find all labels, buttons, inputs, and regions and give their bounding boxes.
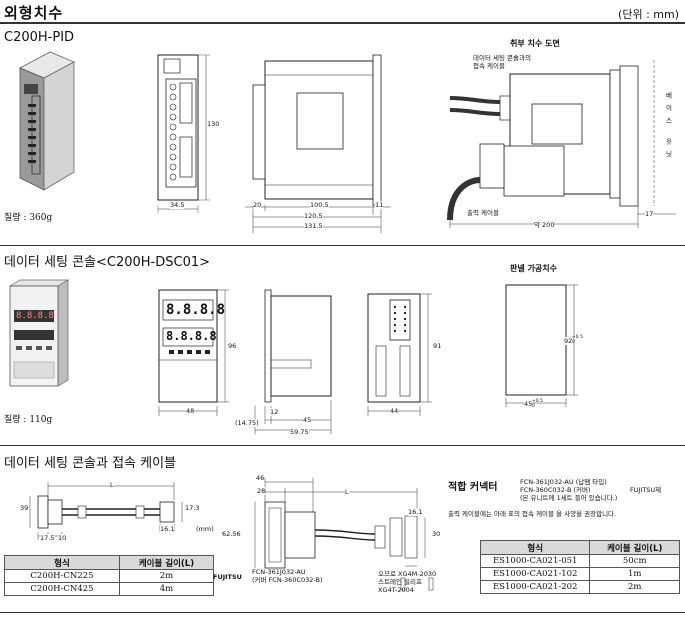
dim-92: 92 [564,337,573,345]
dim-100-5: 100.5 [310,201,329,209]
panel-cutout-view [505,284,578,407]
connector-model-label: FCN-361J032-AU [252,568,306,576]
dim-131-5: 131.5 [304,222,323,230]
recommend-note: 출력 케이블에는 아래 표의 접속 케이블 을 사양을 권장합니다. [448,510,617,518]
col-header-model: 형식 [4,555,120,570]
console-display-top: 8.8.8.8 [166,302,226,318]
pid-front-view [157,54,210,213]
dim-approx-200: 약 200 [534,221,555,229]
dim-12: 12 [270,408,279,416]
dim-92-tol: +0.5 0 [572,335,583,345]
cable-dim-L-mid: L [345,488,349,496]
cell-model: ES1000-CA021-202 [479,580,591,594]
applicable-line-2: FCN-360C032-B (커버) [520,486,591,494]
table-row: ES1000-CA021-202 2m [479,580,680,594]
pid-unit-photo [19,51,75,191]
pid-mass: 질량 : 360g [4,213,53,223]
col-header-length: 케이블 길이(L) [589,540,680,555]
dim-45-cut: 45 [524,400,533,408]
cable-dim-46: 46 [256,474,265,482]
cell-length: 2m [589,580,680,594]
mount-view-title: 취부 치수 도면 [510,39,560,48]
cable-dim-16-1b: 16.1 [408,508,423,516]
dim-48: 48 [186,407,195,415]
console-mass: 질량 : 110g [4,415,53,425]
cable-dim-28: 28 [257,487,266,495]
cell-model: ES1000-CA021-102 [479,567,591,581]
cell-length: 50cm [589,554,680,568]
dim-11: 11 [375,201,384,209]
dim-34-5: 34.5 [170,201,185,209]
cable-dim-17-3: 17.3 [185,504,200,512]
section-title-pid: C200H-PID [4,30,75,45]
fujitsu-logo-left: FUJITSU [213,573,242,581]
cell-model: C200H-CN425 [4,582,120,596]
console-cable-label: 데이터 세팅 콘솔과의 접속 케이블 [473,54,531,70]
footer-rule [0,612,685,613]
panel-cut-title: 판넬 가공치수 [510,264,557,273]
cable-table-left: 형식 케이블 길이(L) C200H-CN225 2m C200H-CN425 … [4,555,215,596]
cell-length: 2m [118,569,215,583]
table-row: ES1000-CA021-102 1m [479,567,680,581]
dim-59-75: 59.75 [290,428,309,436]
col-header-model: 형식 [479,540,591,555]
cell-model: C200H-CN225 [4,569,120,583]
table-row: C200H-CN425 4m [4,582,215,596]
dim-14-75: (14.75) [235,419,259,427]
cable-dim-16-1: 16.1 [160,525,175,533]
console-photo-display: 8.8.8.8 [16,311,54,321]
page-title: 외형치수 [4,4,64,22]
applicable-line-1: FCN-361J032-AU (납땜 타입) [520,478,607,486]
section-title-cable: 데이터 세팅 콘솔과 접속 케이블 [4,456,177,471]
dim-17: 17 [645,210,654,218]
dim-130: 130 [207,120,220,128]
cable-dim-30: 30 [432,530,441,538]
cable-table-right: 형식 케이블 길이(L) ES1000-CA021-051 50cm ES100… [479,540,680,594]
table-row: ES1000-CA021-051 50cm [479,554,680,568]
pid-side-view [245,54,391,233]
dim-44: 44 [390,407,399,415]
unit-note: (단위 : mm) [618,8,679,21]
console-front-view [158,289,229,416]
output-cable-drawing [254,478,434,591]
section-rule-1 [0,245,685,246]
console-rear-view [367,293,432,416]
strain-label-3: XG4T-2004 [378,586,414,594]
console-display-bottom: 8.8.8.8 [166,329,217,343]
applicable-line-3: (본 유니트에 1세트 들어 있습니다.) [520,494,618,502]
fujitsu-make: FUJITSU제 [630,486,662,494]
dim-45-tol: +0.5 0 [532,399,543,409]
header-rule [0,22,685,24]
col-header-length: 케이블 길이(L) [118,555,215,570]
pid-mount-view [447,60,676,228]
cell-length: 4m [118,582,215,596]
dim-91: 91 [433,342,442,350]
strain-label-1: 오므로 XG4M-2030 [378,570,437,578]
cable-dim-62-56: 62.56 [222,530,241,538]
console-photo [8,279,70,387]
cable-dim-L: L [110,481,114,489]
cable-dim-10: 10 [58,534,67,542]
section-rule-2 [0,445,685,446]
cable-dim-17-5: 17.5 [40,534,55,542]
output-cable-label: 출력 케이블 [467,209,499,217]
cell-length: 1m [589,567,680,581]
section-title-console: 데이터 세팅 콘솔<C200H-DSC01> [4,255,211,270]
table-row: C200H-CN225 2m [4,569,215,583]
connector-cover-label: (커버 FCN-360C032-B) [252,576,323,584]
dim-45: 45 [303,416,312,424]
console-side-view [254,289,332,434]
cable-dim-mm: (mm) [196,525,214,533]
dim-120-5: 120.5 [304,212,323,220]
strain-label-2: 스트레인 릴리프 [378,578,422,586]
dim-20: 20 [253,201,262,209]
dim-96: 96 [228,342,237,350]
cell-model: ES1000-CA021-051 [479,554,591,568]
console-cable-drawing [29,482,183,540]
base-unit-label: 베이스 유닛 [664,92,672,163]
applicable-title: 적합 커넥터 [448,482,498,493]
cable-dim-39: 39 [20,504,29,512]
